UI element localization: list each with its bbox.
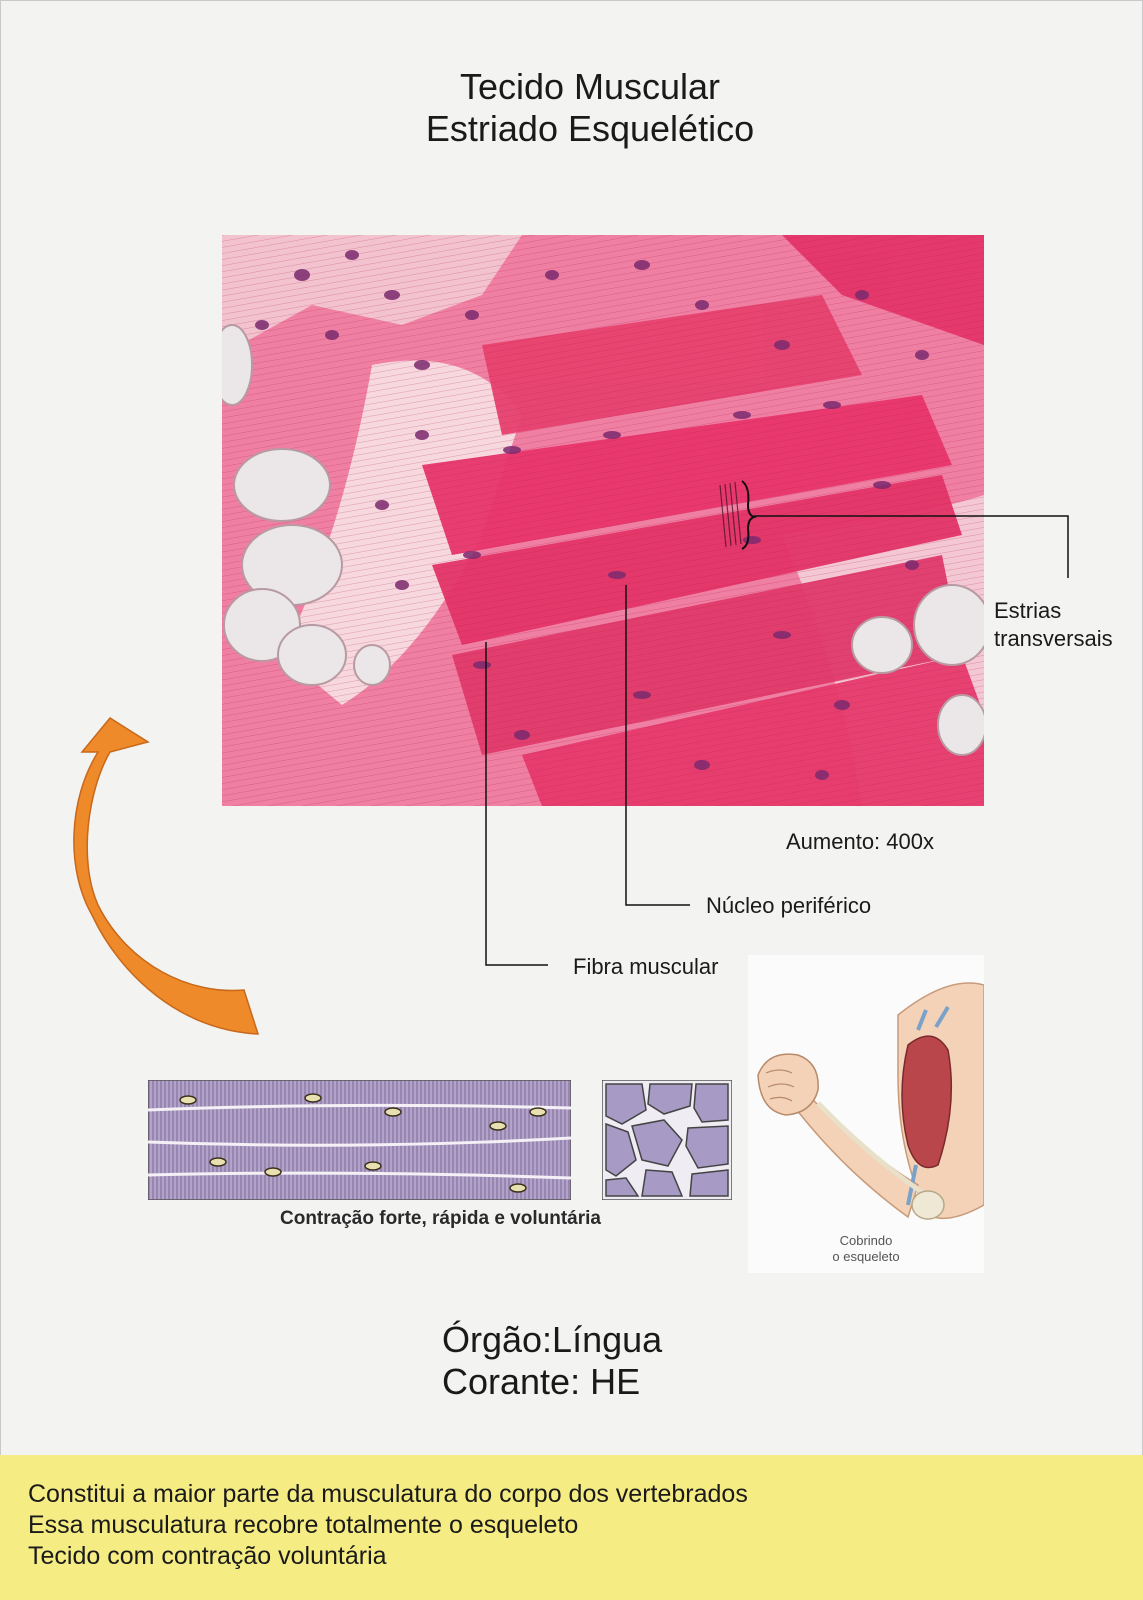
arm-caption-line-2: o esqueleto bbox=[832, 1249, 900, 1264]
organ-label: Órgão:Língua bbox=[442, 1319, 663, 1360]
arm-illustration: Cobrindo o esqueleto bbox=[748, 955, 985, 1273]
micrograph-drawing bbox=[222, 235, 984, 806]
label-estrias: Estrias bbox=[994, 598, 1062, 623]
fact-1: Constitui a maior parte da musculatura d… bbox=[28, 1480, 748, 1508]
schema-caption: Contração forte, rápida e voluntária bbox=[280, 1208, 601, 1229]
cross-section-schema bbox=[601, 1079, 733, 1201]
label-transversais: transversais bbox=[994, 626, 1113, 651]
fact-3: Tecido com contração voluntária bbox=[28, 1542, 387, 1570]
fact-2: Essa musculatura recobre totalmente o es… bbox=[28, 1511, 579, 1539]
stain-label: Corante: HE bbox=[442, 1361, 641, 1402]
orange-arrow-icon bbox=[73, 717, 260, 1035]
longitudinal-fiber-drawing bbox=[147, 1079, 572, 1201]
label-aumento: Aumento: 400x bbox=[786, 829, 934, 854]
cross-section-drawing bbox=[601, 1079, 733, 1201]
longitudinal-fiber-schema bbox=[147, 1079, 572, 1201]
micrograph-image bbox=[222, 235, 984, 806]
title-line-2: Estriado Esquelético bbox=[425, 108, 755, 149]
label-nucleo: Núcleo periférico bbox=[706, 893, 872, 918]
label-fibra: Fibra muscular bbox=[573, 954, 719, 979]
arm-caption-line-1: Cobrindo bbox=[839, 1233, 893, 1248]
title-line-1: Tecido Muscular bbox=[459, 66, 721, 107]
arm-drawing bbox=[757, 982, 985, 1220]
facts-panel: Constitui a maior parte da musculatura d… bbox=[0, 1455, 1143, 1600]
